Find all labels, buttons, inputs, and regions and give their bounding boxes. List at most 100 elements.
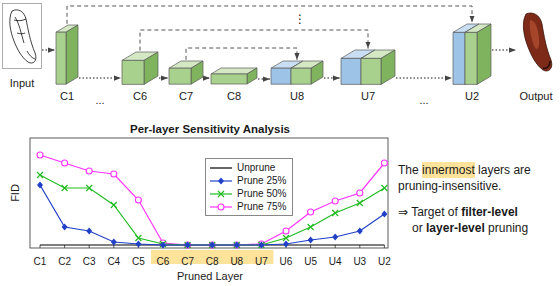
circle-marker xyxy=(234,242,240,248)
note-text: ⇒ Target of xyxy=(398,204,458,220)
circle-marker xyxy=(185,242,191,248)
circle-marker xyxy=(381,160,387,166)
legend-line xyxy=(210,167,232,168)
feature-map xyxy=(452,23,492,85)
note-text: layer-level xyxy=(426,220,485,236)
diamond-marker xyxy=(111,239,117,246)
legend-sample xyxy=(209,189,233,199)
connector xyxy=(204,77,210,78)
x-marker xyxy=(86,185,92,191)
label-holder: C3 xyxy=(83,251,96,269)
block-side xyxy=(191,61,203,84)
layer-node: U7 xyxy=(340,49,396,103)
image-illustration xyxy=(2,3,42,69)
connector xyxy=(492,49,516,50)
feature-map xyxy=(121,51,159,85)
feature-map xyxy=(210,67,258,85)
circle-marker xyxy=(209,242,215,248)
diamond-marker xyxy=(381,211,387,218)
legend-sample xyxy=(209,176,233,186)
block-front xyxy=(361,58,381,84)
label-holder: U7 xyxy=(255,251,268,269)
x-marker xyxy=(332,210,338,216)
feature-map xyxy=(55,24,79,85)
circle-marker xyxy=(308,209,314,215)
connector xyxy=(67,6,472,24)
x-marker xyxy=(62,185,68,191)
x-marker xyxy=(357,200,363,206)
circle-marker xyxy=(86,168,92,174)
legend-row: Prune 75% xyxy=(209,200,286,213)
connector xyxy=(186,48,297,60)
x-marker xyxy=(381,185,387,191)
x-marker xyxy=(283,235,289,241)
circle-marker xyxy=(37,152,43,158)
diamond-marker xyxy=(283,241,289,248)
layer-label: U2 xyxy=(452,90,492,103)
tick-label: C3 xyxy=(83,256,96,267)
block-side xyxy=(311,61,323,84)
diamond-marker xyxy=(135,241,141,248)
layer-label: Input xyxy=(2,77,42,90)
series-line xyxy=(40,155,384,245)
layer-label: U8 xyxy=(270,90,324,103)
x-marker xyxy=(111,202,117,208)
layer-node: C8 xyxy=(210,67,258,103)
label-holder: Pruned Layer xyxy=(177,266,243,284)
tick-label: U5 xyxy=(304,256,317,267)
circle-marker xyxy=(332,198,338,204)
label-holder: FID xyxy=(5,184,23,202)
block-front xyxy=(341,58,361,84)
x-marker xyxy=(185,242,191,248)
diamond-marker xyxy=(357,228,363,235)
label-holder: U8 xyxy=(230,251,243,269)
label-holder: Per-layer Sensitivity Analysis xyxy=(130,119,290,137)
label-holder: C1 xyxy=(34,251,47,269)
label-holder: U6 xyxy=(280,251,293,269)
diamond-marker xyxy=(86,228,92,235)
label-holder: C7 xyxy=(181,251,194,269)
layer-node: C1 xyxy=(55,24,79,103)
label-holder: U4 xyxy=(329,251,342,269)
shoe-highlight xyxy=(530,20,539,49)
plot-frame xyxy=(30,138,388,248)
note-text: pruning xyxy=(488,220,528,236)
legend-box: UnprunePrune 25%Prune 50%Prune 75% xyxy=(205,158,293,216)
ellipsis: ... xyxy=(95,94,104,106)
note-text: filter-level xyxy=(461,204,518,220)
image-node: Output xyxy=(516,8,556,103)
image-illustration xyxy=(516,8,556,76)
tick-label: U6 xyxy=(280,256,293,267)
diamond-marker xyxy=(332,234,338,241)
block-front xyxy=(56,32,66,84)
block-front xyxy=(291,68,311,84)
legend-text: Prune 75% xyxy=(237,201,286,212)
legend-text: Prune 50% xyxy=(237,188,286,199)
connector xyxy=(42,49,55,50)
tick-label: C6 xyxy=(157,256,170,267)
layer-node: U8 xyxy=(270,60,324,103)
circle-marker xyxy=(135,197,141,203)
connector xyxy=(159,77,168,78)
connector xyxy=(396,77,452,78)
x-marker xyxy=(234,242,240,248)
chart-title: Per-layer Sensitivity Analysis xyxy=(130,123,290,135)
circle-marker xyxy=(218,204,224,210)
label-holder: U3 xyxy=(353,251,366,269)
legend-row: Prune 50% xyxy=(209,187,286,200)
layer-label: C1 xyxy=(55,90,79,103)
diamond-marker xyxy=(37,182,43,189)
x-marker xyxy=(135,235,141,241)
tick-label: U8 xyxy=(230,256,243,267)
block-front xyxy=(453,32,465,84)
block-front xyxy=(122,60,144,84)
label-holder: ⋮ xyxy=(294,9,306,27)
block-side xyxy=(144,52,158,84)
shoe-photo xyxy=(523,13,551,71)
connector xyxy=(324,77,340,78)
shoe-sketch xyxy=(17,33,25,35)
feature-map xyxy=(270,60,324,85)
ellipsis: ⋮ xyxy=(294,12,306,26)
image-frame xyxy=(3,4,42,69)
